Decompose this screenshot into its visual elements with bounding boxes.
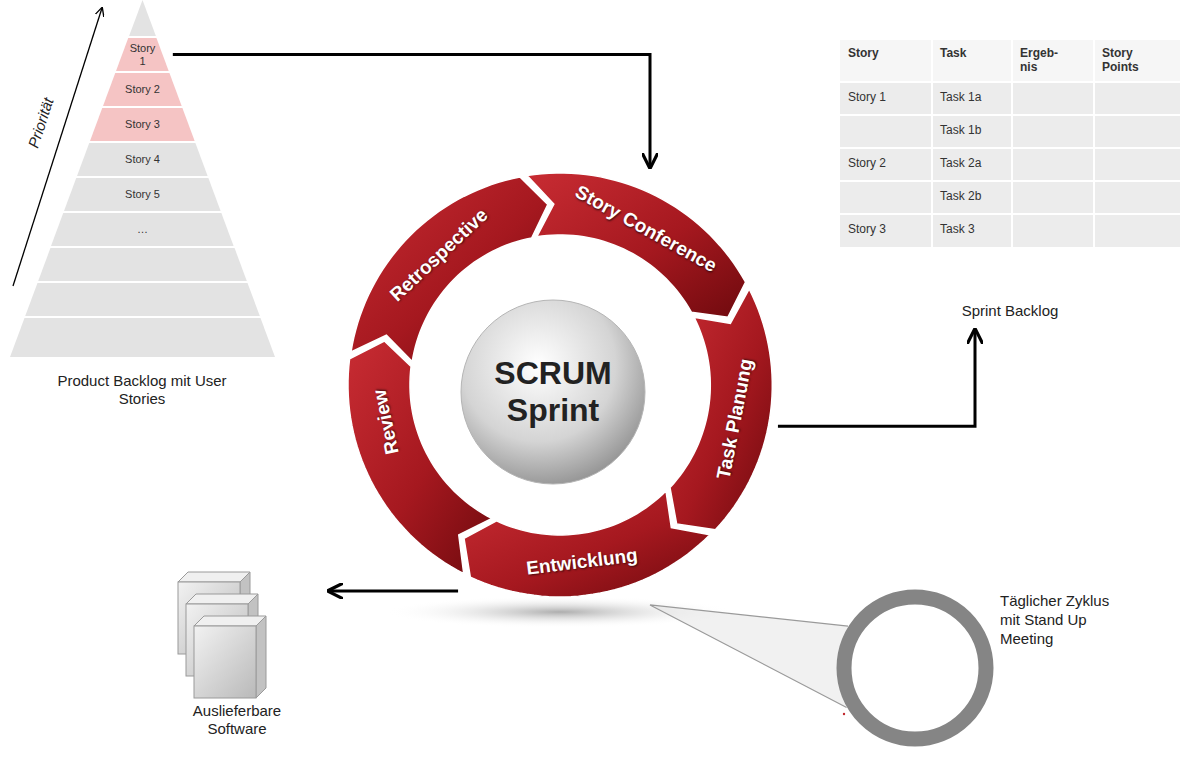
sprint-phase-arrow: Review — [346, 339, 494, 576]
table-header: Story Points — [1102, 47, 1152, 75]
deliverable-software: Auslieferbare Software — [150, 570, 325, 740]
arrow-segment — [349, 175, 550, 364]
table-cell: Task 1a — [940, 91, 1010, 105]
pyramid-band — [38, 248, 247, 281]
sprint-phase-arrow: Task Planung — [668, 287, 774, 532]
backlog-item: Story 5 — [64, 178, 221, 211]
table-cell: Story 2 — [848, 157, 928, 171]
node-text: Story 3 — [94, 118, 191, 130]
node-text: … — [55, 223, 230, 235]
arrow-segment — [525, 171, 748, 319]
arrow-segment — [668, 287, 774, 532]
sprint-backlog-table — [840, 40, 1180, 247]
flow-arrow — [329, 589, 458, 592]
product-backlog: Product Backlog mit User Stories Story 1 S… — [10, 0, 275, 415]
backlog-item: Story 2 — [103, 73, 182, 106]
flow-arrow — [778, 330, 975, 426]
backlog-item: Story 3 — [90, 108, 195, 141]
zoom-callout — [650, 605, 848, 708]
pyramid-tip — [129, 0, 156, 36]
backlog-item: Story 1 — [116, 38, 169, 71]
node-text: Täglicher Zyklus mit Stand Up Meeting — [1000, 592, 1125, 648]
table-cell: Task 2b — [940, 190, 1010, 204]
sprint-backlog: Sprint Backlog — [840, 36, 1185, 326]
table-header: Ergeb- nis — [1020, 47, 1066, 75]
arrow-segment — [462, 489, 712, 599]
node-text: Story 1 — [125, 42, 159, 66]
node-text: Story 5 — [68, 188, 217, 200]
table-cell: Story 1 — [848, 91, 928, 105]
node-text: Story 2 — [107, 83, 178, 95]
sprint-hub: SCRUM Sprint — [460, 299, 646, 485]
sprint-phase-arrow: Entwicklung — [462, 489, 712, 599]
table-cell: Task 2a — [940, 157, 1010, 171]
sprint-phase-arrow: Story Conference — [525, 171, 748, 319]
pyramid-band — [25, 283, 260, 316]
daily-cycle: Täglicher Zyklus mit Stand Up Meeting — [836, 588, 1192, 752]
node-text: SCRUM Sprint — [478, 355, 628, 429]
software-cubes — [178, 572, 266, 698]
table-header: Task — [940, 47, 1010, 61]
table-cell: Task 1b — [940, 124, 1010, 138]
flow-arrow — [173, 55, 650, 168]
table-cell: Story 3 — [848, 223, 928, 237]
backlog-item: Story 4 — [77, 143, 208, 176]
node-text: Product Backlog mit User Stories — [57, 372, 227, 408]
cycle-ring — [836, 588, 996, 752]
pyramid-band — [10, 318, 275, 357]
node-text: Story 4 — [81, 153, 204, 165]
table-cell: Task 3 — [940, 223, 1010, 237]
table-header: Story — [848, 47, 928, 61]
sprint-phase-arrow: Retrospective — [349, 175, 550, 364]
node-text: Sprint Backlog — [910, 302, 1110, 319]
backlog-item: … — [51, 213, 234, 246]
arrow-segment — [346, 339, 494, 576]
node-text: Auslieferbare Software — [167, 702, 307, 738]
